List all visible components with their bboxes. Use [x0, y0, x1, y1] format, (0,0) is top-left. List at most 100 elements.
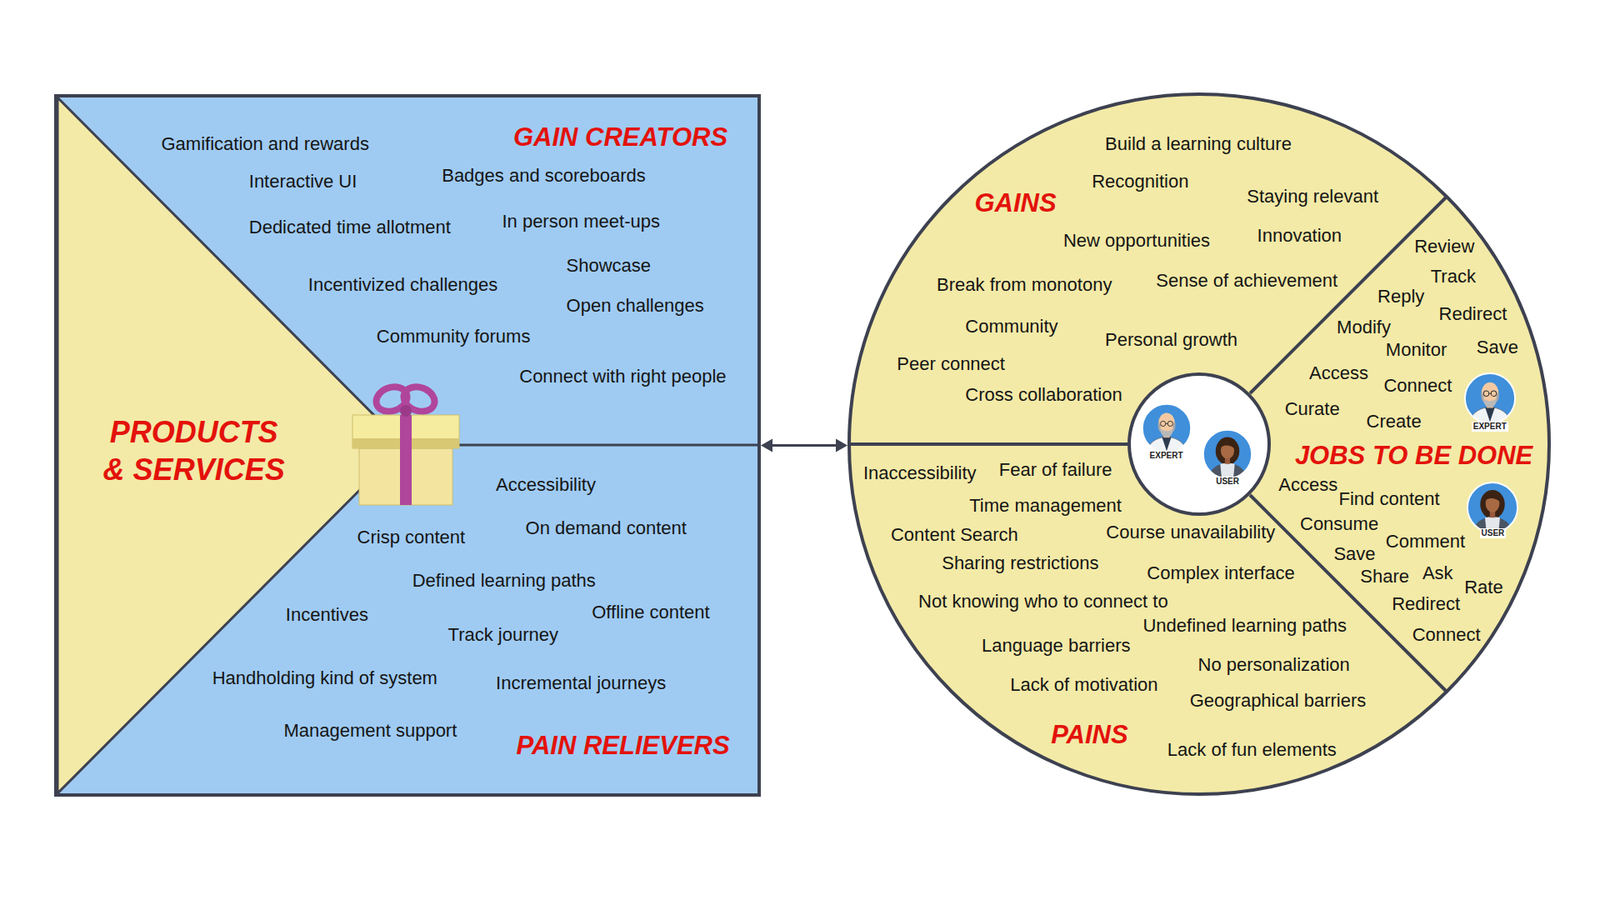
text-slot: Peer connect — [896, 354, 1005, 375]
item-text: Incentivized challenges — [308, 275, 498, 295]
connector-arrow — [760, 439, 848, 453]
text-slot: EXPERT — [1471, 421, 1509, 432]
persona-circle: EXPERT USER — [1127, 372, 1271, 516]
text-slot: Build a learning culture — [1105, 134, 1292, 155]
item-text: Connect with right people — [519, 366, 726, 387]
text-slot: Save — [1476, 337, 1519, 358]
text-slot: Monitor — [1385, 340, 1447, 360]
item-text: Rate — [1464, 577, 1503, 598]
text-slot: New opportunities — [1063, 230, 1210, 251]
text-slot: EXPERT — [1148, 450, 1185, 461]
text-slot: Crisp content — [357, 527, 466, 548]
role-label: USER — [1480, 528, 1507, 539]
item-text: Access — [1278, 475, 1338, 495]
item-text: In person meet-ups — [501, 211, 660, 232]
text-slot: Accessibility — [495, 475, 596, 495]
item-text: Geographical barriers — [1190, 690, 1367, 711]
text-slot: Modify — [1336, 317, 1391, 338]
item-text: Connect — [1383, 375, 1452, 396]
text-slot: Interactive UI — [249, 171, 358, 192]
item-text: Innovation — [1257, 225, 1343, 246]
text-slot: Complex interface — [1146, 563, 1295, 584]
item-text: Redirect — [1439, 304, 1508, 325]
text-slot: Redirect — [1439, 304, 1508, 325]
text-slot: Share — [1360, 566, 1410, 587]
item-text: Community forums — [376, 326, 531, 347]
item-text: Personal growth — [1105, 330, 1238, 350]
item-text: Reply — [1377, 286, 1425, 307]
text-slot: Connect with right people — [519, 366, 726, 387]
item-text: Inaccessibility — [863, 463, 977, 484]
text-slot: Connect — [1412, 625, 1481, 645]
text-slot: Access — [1278, 475, 1338, 495]
item-text: Track — [1430, 266, 1476, 287]
persona-circle-outline — [1127, 372, 1271, 516]
text-slot: Review — [1414, 236, 1475, 257]
item-text: Sense of achievement — [1155, 270, 1338, 291]
item-text: Consume — [1300, 514, 1379, 535]
item-text: Lack of motivation — [1010, 675, 1158, 695]
text-slot: USER — [1214, 476, 1241, 487]
item-text: Sharing restrictions — [941, 553, 1099, 574]
item-text: Create — [1366, 411, 1422, 432]
text-slot: Course unavailability — [1105, 522, 1275, 543]
text-slot: Time management — [969, 495, 1122, 516]
product-triangle: PRODUCTS & SERVICES — [57, 97, 405, 794]
text-slot: PRODUCTS & SERVICES — [100, 413, 289, 489]
text-slot: Create — [1366, 411, 1422, 432]
text-slot: Connect — [1383, 375, 1452, 396]
text-slot: Curate — [1285, 399, 1340, 420]
item-text: Share — [1360, 566, 1410, 587]
item-text: Not knowing who to connect to — [918, 591, 1169, 612]
item-text: Time management — [969, 495, 1122, 516]
item-text: Gamification and rewards — [160, 134, 369, 155]
item-text: Redirect — [1391, 594, 1460, 615]
item-text: Dedicated time allotment — [249, 217, 451, 238]
text-slot: Lack of motivation — [1010, 675, 1158, 695]
item-text: Modify — [1336, 317, 1391, 338]
item-text: Language barriers — [981, 635, 1131, 656]
text-slot: Open challenges — [566, 295, 705, 316]
text-slot: Incremental journeys — [495, 673, 666, 694]
item-text: Content Search — [890, 525, 1019, 545]
text-slot: Reply — [1377, 286, 1425, 307]
item-text: Offline content — [591, 602, 710, 623]
text-slot: GAIN CREATORS — [513, 123, 728, 152]
role-label: EXPERT — [1148, 450, 1185, 461]
text-slot: Community — [965, 316, 1058, 337]
text-slot: Incentives — [285, 605, 369, 625]
text-slot: JOBS TO BE DONE — [1295, 441, 1533, 470]
item-text: Comment — [1385, 531, 1465, 552]
section-heading: PAIN RELIEVERS — [516, 731, 730, 760]
item-text: Break from monotony — [936, 275, 1112, 295]
section-heading: GAINS — [974, 189, 1056, 218]
text-slot: Undefined learning paths — [1142, 615, 1347, 636]
item-text: Incentives — [285, 605, 369, 625]
item-text: Management support — [283, 720, 457, 741]
text-slot: Management support — [283, 720, 457, 741]
item-text: Crisp content — [357, 527, 466, 548]
section-heading: JOBS TO BE DONE — [1295, 441, 1533, 470]
text-slot: Track journey — [448, 625, 559, 645]
text-slot: Consume — [1300, 514, 1379, 535]
text-slot: Gamification and rewards — [160, 134, 369, 155]
item-text: Course unavailability — [1105, 522, 1275, 543]
text-slot: Language barriers — [981, 635, 1131, 656]
text-slot: Save — [1333, 544, 1375, 565]
section-heading: PAINS — [1050, 720, 1128, 750]
text-slot: Community forums — [376, 326, 531, 347]
text-slot: PAIN RELIEVERS — [516, 731, 730, 760]
text-slot: Rate — [1464, 577, 1503, 598]
text-slot: Handholding kind of system — [212, 668, 438, 689]
text-slot: Cross collaboration — [965, 385, 1122, 405]
item-text: Handholding kind of system — [212, 668, 438, 689]
text-slot: Ask — [1422, 563, 1454, 584]
text-slot: Incentivized challenges — [308, 275, 498, 295]
text-slot: Innovation — [1257, 225, 1343, 246]
text-slot: Fear of failure — [999, 460, 1113, 480]
item-text: Interactive UI — [249, 171, 358, 192]
item-text: Track journey — [448, 625, 559, 645]
text-slot: Recognition — [1091, 171, 1189, 192]
text-slot: Personal growth — [1105, 330, 1238, 350]
item-text: Cross collaboration — [965, 385, 1122, 405]
